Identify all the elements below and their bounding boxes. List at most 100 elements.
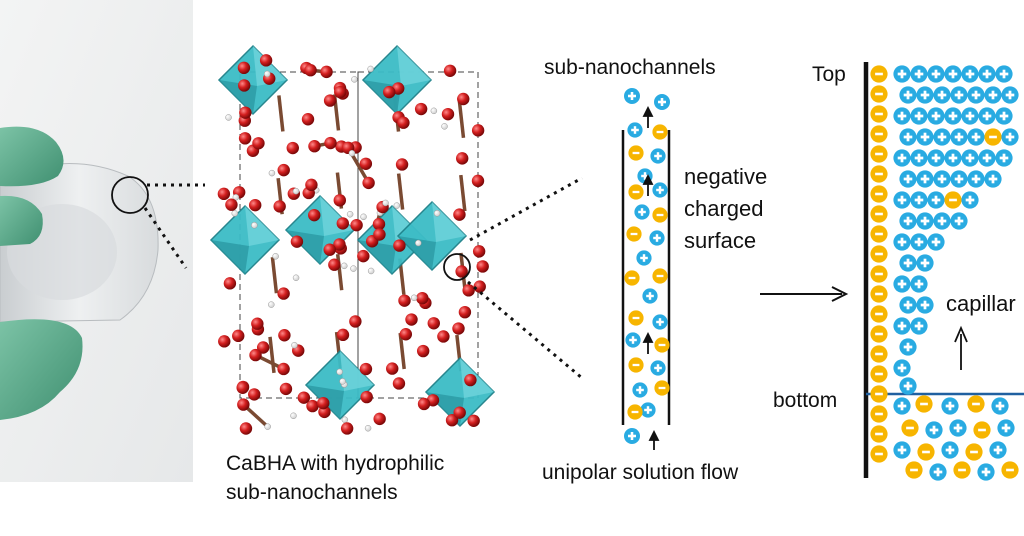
oxygen-atom [323, 243, 336, 256]
cation-ion [893, 275, 911, 293]
photo-panel [0, 0, 193, 482]
anion-ion [870, 345, 888, 363]
cation-ion [933, 128, 951, 146]
cation-ion [967, 128, 985, 146]
cation-ion [995, 65, 1013, 83]
cation-ion [927, 107, 945, 125]
oxygen-atom [239, 106, 252, 119]
oxygen-atom [249, 348, 262, 362]
oxygen-atom [336, 328, 350, 342]
cation-ion [933, 170, 951, 188]
oxygen-atom [320, 65, 333, 79]
anion-ion [652, 124, 668, 140]
cation-ion [910, 233, 928, 251]
oxygen-atom [304, 64, 317, 77]
cation-ion [941, 397, 959, 415]
hydrogen-atom [350, 265, 357, 272]
cation-ion [652, 182, 668, 198]
oxygen-atom [453, 208, 466, 221]
oxygen-atom [217, 187, 231, 201]
cation-ion [899, 377, 917, 395]
cation-ion [899, 86, 917, 104]
capillary-panel [863, 62, 1024, 481]
anion-ion [652, 207, 668, 223]
anion-ion [870, 425, 888, 443]
oxygen-atom [225, 198, 238, 211]
oxygen-atom [328, 258, 341, 271]
oxygen-atom [416, 344, 430, 358]
channel-side-label-1: negative [684, 164, 768, 189]
ca-octahedron [217, 44, 289, 116]
hydrogen-atom [367, 65, 374, 73]
hydrogen-atom [430, 107, 438, 115]
channel-top-label: sub-nanochannels [544, 56, 716, 79]
oxygen-atom [305, 178, 318, 192]
cation-ion [950, 128, 968, 146]
oxygen-atom [278, 329, 291, 342]
hydrogen-atom [341, 262, 348, 270]
oxygen-atom [248, 388, 261, 401]
oxygen-atom [437, 330, 450, 343]
cation-ion [927, 65, 945, 83]
oxygen-atom [383, 85, 396, 99]
oxygen-atom [443, 64, 457, 77]
cation-ion [916, 86, 934, 104]
cation-ion [634, 204, 650, 220]
oxygen-atom [218, 335, 231, 348]
oxygen-atom [301, 113, 315, 126]
oxygen-atom [277, 362, 290, 376]
hydrogen-atom [292, 274, 300, 282]
oxygen-atom [236, 381, 249, 394]
cation-ion [910, 317, 928, 335]
oxygen-atom [237, 398, 250, 411]
oxygen-atom [471, 124, 485, 137]
oxygen-atom [350, 218, 363, 232]
zoom-line-channel-upper [469, 176, 583, 242]
ca-octahedron [209, 204, 281, 276]
anion-ion [870, 165, 888, 183]
oxygen-atom [277, 287, 290, 300]
channel-side-label-3: surface [684, 228, 757, 253]
cation-ion [927, 233, 945, 251]
anion-ion [870, 245, 888, 263]
oxygen-atom [317, 396, 330, 410]
oxygen-atom [279, 382, 293, 396]
anion-ion [870, 105, 888, 123]
hydrogen-atom [360, 213, 367, 221]
oxygen-atom [398, 294, 411, 307]
anion-ion [870, 285, 888, 303]
hydrogen-atom [263, 70, 271, 78]
cation-ion [624, 428, 640, 444]
cation-ion [910, 107, 928, 125]
cation-ion [1001, 128, 1019, 146]
oxygen-atom [416, 291, 429, 305]
oxygen-atom [223, 277, 237, 290]
cation-ion [950, 170, 968, 188]
cation-ion [893, 441, 911, 459]
transition-arrow [760, 286, 849, 302]
cation-ion [632, 382, 648, 398]
anion-ion [870, 125, 888, 143]
oxygen-atom [360, 390, 373, 404]
cation-ion [961, 65, 979, 83]
crystal-structure [209, 44, 496, 435]
oxygen-atom [290, 235, 304, 248]
cation-ion [625, 332, 641, 348]
oxygen-atom [340, 422, 354, 435]
anion-ion [628, 357, 644, 373]
cation-ion [640, 402, 656, 418]
cation-ion [650, 148, 666, 164]
hydrogen-atom [264, 423, 271, 430]
channel-bottom-label: unipolar solution flow [542, 461, 739, 484]
hydrogen-atom [382, 199, 389, 207]
anion-ion [624, 270, 640, 286]
cation-ion [899, 338, 917, 356]
anion-ion [984, 128, 1002, 146]
oxygen-atom [467, 414, 480, 427]
oxygen-atom [455, 265, 468, 278]
cation-ion [967, 86, 985, 104]
cation-ion [949, 419, 967, 437]
cation-ion [899, 296, 917, 314]
oxygen-atom [237, 61, 251, 75]
oxygen-atom [393, 239, 406, 252]
